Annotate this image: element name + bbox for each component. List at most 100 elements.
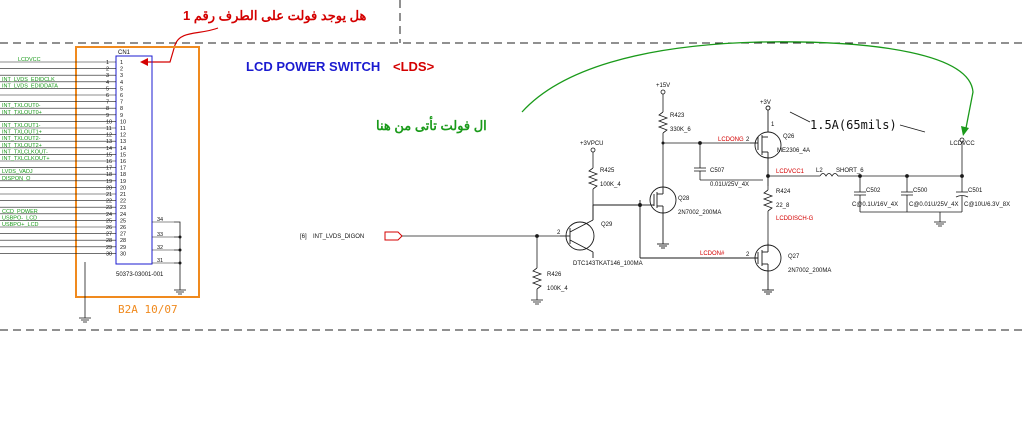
connector-pin-number: 16 — [106, 159, 112, 165]
svg-text:Q26: Q26 — [783, 134, 795, 140]
rail-3vpcu: +3VPCU — [580, 141, 604, 147]
connector-net-label: LCDVCC — [18, 57, 41, 63]
connector-pin-number: 27 — [106, 232, 112, 238]
connector-pin-number: 24 — [106, 212, 112, 218]
svg-text:C@10U/6.3V_8X: C@10U/6.3V_8X — [964, 202, 1010, 208]
connector-pin-number: 30 — [106, 251, 112, 257]
connector-pin-inner-label: 6 — [120, 93, 123, 99]
connector-pin-inner-label: 22 — [120, 199, 126, 205]
connector-pin-inner-label: 16 — [120, 159, 126, 165]
connector-pin-number: 6 — [106, 93, 109, 99]
svg-text:Q28: Q28 — [678, 196, 690, 202]
connector-pin-inner-label: 24 — [120, 212, 126, 218]
connector-box-label: B2A 10/07 — [118, 303, 178, 316]
svg-text:C@0.01U/25V_4X: C@0.01U/25V_4X — [909, 202, 958, 208]
svg-text:100K_4: 100K_4 — [600, 182, 621, 188]
connector-pin-number: 17 — [106, 166, 112, 172]
q27-mosfet — [640, 243, 782, 295]
connector-net-label: INT_LVDS_EDIDCLK — [2, 77, 55, 83]
q29-transistor — [560, 204, 640, 258]
connector-pin-inner-label: 2 — [120, 67, 123, 73]
r426-branch — [531, 234, 543, 305]
connector-pin-number: 20 — [106, 185, 112, 191]
connector-pin-inner-label: 5 — [120, 86, 123, 92]
svg-text:100K_4: 100K_4 — [547, 286, 568, 292]
connector-pin-inner-label: 1 — [120, 60, 123, 66]
r423-branch — [657, 89, 669, 188]
output-caps — [854, 174, 969, 227]
svg-text:Q29: Q29 — [601, 222, 613, 228]
frame-lines — [0, 0, 1024, 331]
connector-pin-inner-label: 3 — [120, 73, 123, 79]
svg-text:2N7002_200MA: 2N7002_200MA — [678, 210, 721, 216]
input-net: [6] INT_LVDS_DIGON — [300, 231, 560, 241]
connector-cn1: CN1 112233445566778899101011111212131314… — [0, 50, 186, 295]
net-lcdvcc1: LCDVCC1 — [776, 169, 805, 175]
connector-right-pin-number: 32 — [157, 245, 163, 251]
r425-branch — [587, 147, 599, 220]
connector-pin-inner-label: 23 — [120, 205, 126, 211]
connector-pin-number: 2 — [106, 67, 109, 73]
connector-pin-inner-label: 13 — [120, 139, 126, 145]
connector-right-pin-number: 31 — [157, 258, 163, 264]
svg-text:330K_6: 330K_6 — [670, 127, 691, 133]
svg-text:22_8: 22_8 — [776, 203, 790, 209]
connector-pin-inner-label: 17 — [120, 166, 126, 172]
connector-net-label: INT_TXLOUT2+ — [2, 143, 42, 149]
connector-box — [75, 46, 200, 298]
connector-pin-inner-label: 8 — [120, 106, 123, 112]
svg-text:L2: L2 — [816, 168, 823, 174]
svg-text:R424: R424 — [776, 189, 791, 195]
connector-pin-inner-label: 19 — [120, 179, 126, 185]
question-arrow — [146, 27, 219, 63]
q26-mosfet — [750, 105, 782, 186]
connector-pin-inner-label: 15 — [120, 152, 126, 158]
svg-text:ME2306_4A: ME2306_4A — [777, 148, 810, 154]
connector-pin-number: 28 — [106, 238, 112, 244]
source-curve — [521, 41, 974, 129]
svg-text:DTC143TKAT146_100MA: DTC143TKAT146_100MA — [573, 261, 643, 267]
connector-net-label: DISPON_O — [2, 176, 31, 182]
connector-pin-number: 12 — [106, 133, 112, 139]
connector-pin-inner-label: 25 — [120, 218, 126, 224]
svg-text:C507: C507 — [710, 168, 725, 174]
connector-pin-inner-label: 27 — [120, 232, 126, 238]
connector-pin-number: 22 — [106, 199, 112, 205]
connector-pin-inner-label: 29 — [120, 245, 126, 251]
svg-text:C502: C502 — [866, 188, 881, 194]
connector-pin-inner-label: 4 — [120, 80, 123, 86]
connector-pin-number: 4 — [106, 80, 109, 86]
connector-pin-inner-label: 12 — [120, 133, 126, 139]
net-lcddisch: LCDDISCH-G — [776, 216, 814, 222]
connector-pin-number: 5 — [106, 86, 109, 92]
page-title: LCD POWER SWITCH — [246, 59, 380, 74]
svg-text:C@0.1U/16V_4X: C@0.1U/16V_4X — [852, 202, 898, 208]
connector-net-label: INT_TXLOUT0+ — [2, 110, 42, 116]
connector-pin-number: 3 — [106, 73, 109, 79]
net-lcdon: LCDON# — [700, 251, 725, 257]
connector-pin-inner-label: 18 — [120, 172, 126, 178]
connector-right-pin-number: 34 — [157, 217, 163, 223]
svg-text:R423: R423 — [670, 113, 685, 119]
connector-pin-number: 1 — [106, 60, 109, 66]
svg-text:[6]: [6] — [300, 234, 307, 240]
current-note: 1.5A(65mils) — [810, 118, 897, 132]
svg-text:2N7002_200MA: 2N7002_200MA — [788, 268, 831, 274]
connector-pin-number: 29 — [106, 245, 112, 251]
connector-pin-number: 8 — [106, 106, 109, 112]
connector-pin-number: 11 — [106, 126, 112, 132]
rail-15v: +15V — [656, 83, 670, 89]
svg-text:R425: R425 — [600, 168, 615, 174]
connector-net-labels: LCDVCCINT_LVDS_EDIDCLKINT_LVDS_EDIDDATAI… — [2, 57, 58, 228]
connector-pin-number: 15 — [106, 152, 112, 158]
source-annotation: ال فولت تأتى من هنا — [376, 116, 487, 134]
connector-pin-number: 23 — [106, 205, 112, 211]
svg-text:R426: R426 — [547, 272, 562, 278]
connector-pin-inner-label: 30 — [120, 251, 126, 257]
connector-net-label: INT_TXLOUT1- — [2, 123, 41, 129]
svg-text:2: 2 — [557, 230, 561, 236]
connector-pin-inner-label: 28 — [120, 238, 126, 244]
svg-text:1: 1 — [771, 122, 775, 128]
svg-text:2: 2 — [746, 252, 750, 258]
